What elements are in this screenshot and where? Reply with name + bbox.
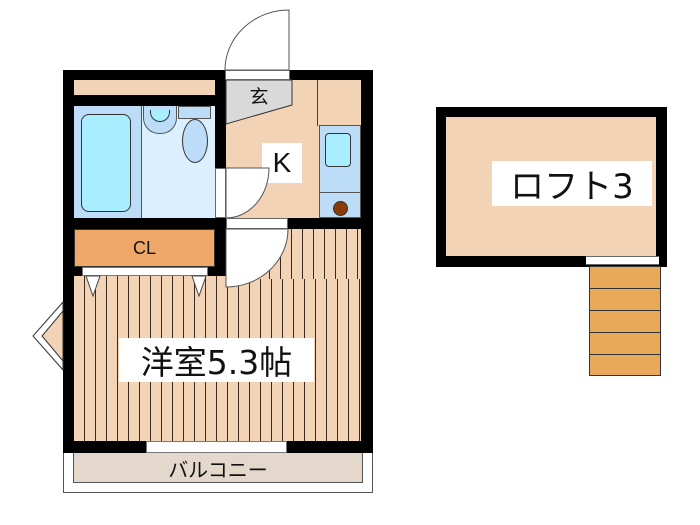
closet-doors[interactable] [82,267,208,276]
loft-opening [586,256,659,265]
balcony-label: バルコニー [168,457,268,482]
kitchen-sink [325,133,351,167]
toilet-bowl [182,119,208,163]
main-unit: 玄 K CL 洋室5.3帖 [63,70,373,453]
bathtub [81,114,131,212]
closet-label: CL [132,237,156,258]
bathroom-door[interactable] [215,168,226,218]
stove-burner-icon [333,201,348,216]
entrance-floor [225,79,293,125]
loft-label: ロフト3 [492,161,652,207]
storage-shelf [74,80,215,95]
closet-door-markers [85,275,207,298]
balcony-window[interactable] [146,441,287,453]
balcony [73,453,363,483]
bathroom-door-swing [225,167,270,219]
loft-ladder[interactable] [589,266,661,376]
entrance-label: 玄 [249,85,269,108]
western-room-label: 洋室5.3帖 [119,338,314,382]
room-door-swing [225,228,289,288]
entrance-door[interactable] [225,70,290,80]
toilet-tank [178,106,211,119]
room-door[interactable] [226,218,288,229]
stove-divider [319,192,361,193]
kitchen-divider [317,80,318,126]
entrance-door-swing [224,9,290,71]
bay-window [32,300,64,372]
closet [74,229,215,267]
